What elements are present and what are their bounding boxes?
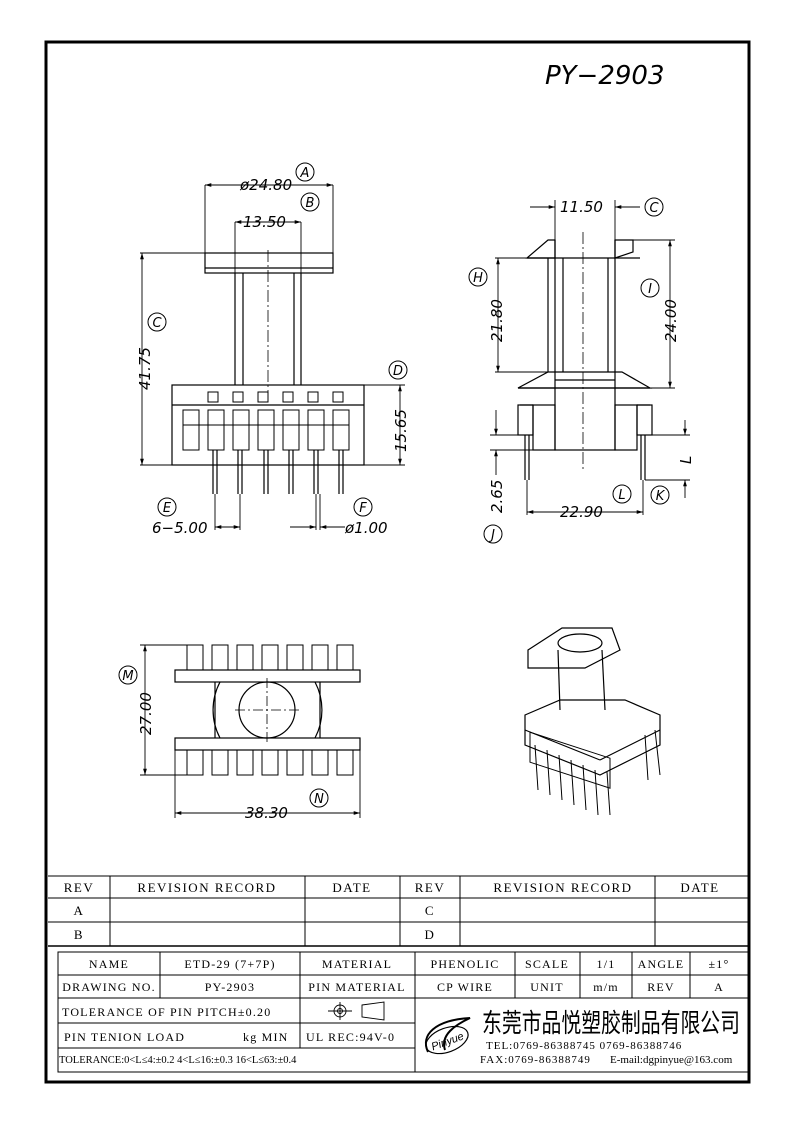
company-tel: TEL:0769-86388745 0769-86388746 — [486, 1040, 682, 1052]
dim-j: 2.65 — [488, 480, 506, 513]
company-fax: FAX:0769-86388749 — [480, 1054, 591, 1066]
ul-rec: UL REC:94V-0 — [306, 1030, 395, 1044]
date-header-1: DATE — [332, 880, 371, 895]
dim-b: 13.50 — [243, 213, 286, 231]
callout-k: K — [656, 489, 666, 504]
dim-h: 21.80 — [488, 299, 506, 342]
bottom-view — [140, 644, 361, 818]
dim-l-letter: L — [677, 456, 695, 464]
company-email: E-mail:dgpinyue@163.com — [610, 1054, 733, 1066]
scale-value: 1/1 — [597, 957, 616, 971]
callouts-front — [147, 162, 408, 517]
callout-h: H — [473, 271, 483, 286]
revision-record-header-2: REVISION RECORD — [493, 880, 632, 895]
callout-d: D — [393, 364, 403, 379]
callouts-bottom — [118, 665, 329, 808]
rev-row-a: A — [74, 903, 85, 918]
pin-tension-label: PIN TENION LOAD — [64, 1030, 185, 1044]
callout-i: I — [648, 282, 652, 297]
callout-l: L — [618, 488, 625, 503]
tolerance-pitch: TOLERANCE OF PIN PITCH±0.20 — [62, 1005, 271, 1019]
dim-e: 6−5.00 — [152, 519, 208, 537]
date-header-2: DATE — [680, 880, 719, 895]
angle-label: ANGLE — [638, 957, 685, 971]
rev-header-1: REV — [64, 880, 95, 895]
callout-b: B — [306, 196, 315, 211]
rev-label: REV — [647, 980, 675, 994]
rev-row-b: B — [74, 927, 84, 942]
dim-d: 15.65 — [392, 409, 410, 452]
callout-n: N — [314, 792, 324, 807]
title-block-lines — [48, 875, 749, 1073]
dim-a: ø24.80 — [239, 176, 292, 194]
scale-label: SCALE — [525, 957, 569, 971]
angle-value: ±1° — [709, 957, 730, 971]
side-view — [490, 200, 690, 515]
rev-value: A — [714, 980, 724, 994]
callout-a: A — [300, 166, 310, 181]
dim-i: 24.00 — [662, 299, 680, 342]
isometric-view — [524, 627, 661, 816]
dim-side-c: 11.50 — [560, 198, 603, 216]
dim-f: ø1.00 — [344, 519, 388, 537]
dim-n: 38.30 — [245, 804, 288, 822]
rev-row-c: C — [425, 903, 435, 918]
rev-row-d: D — [425, 927, 436, 942]
projection-symbol — [328, 1001, 385, 1021]
front-view — [140, 183, 405, 530]
part-number: PY−2903 — [545, 61, 665, 91]
dim-c: 41.75 — [136, 347, 154, 390]
callout-j: J — [488, 528, 495, 543]
material-value: PHENOLIC — [431, 957, 500, 971]
unit-value: m/m — [593, 980, 619, 994]
rev-header-2: REV — [415, 880, 446, 895]
callout-m: M — [122, 669, 133, 684]
callout-f: F — [359, 501, 367, 516]
dim-m: 27.00 — [137, 692, 155, 735]
callout-e: E — [163, 501, 172, 516]
name-value: ETD-29 (7+7P) — [184, 957, 275, 971]
sheet-border — [44, 40, 751, 1084]
material-label: MATERIAL — [322, 957, 392, 971]
dim-l: 22.90 — [560, 503, 603, 521]
drawing-no-label: DRAWING NO. — [62, 980, 156, 994]
name-label: NAME — [89, 957, 129, 971]
tolerance-line: TOLERANCE:0<L≤4:±0.2 4<L≤16:±0.3 16<L≤63… — [59, 1055, 297, 1066]
revision-record-header-1: REVISION RECORD — [137, 880, 276, 895]
company-logo: Pinyue — [425, 1017, 471, 1055]
unit-label: UNIT — [530, 980, 563, 994]
callouts-side — [468, 197, 670, 544]
callout-side-c: C — [649, 201, 659, 216]
company-name: 东莞市品悦塑胶制品有限公司 — [482, 1009, 740, 1039]
pin-tension-unit: kg MIN — [243, 1030, 289, 1044]
pin-material-label: PIN MATERIAL — [308, 980, 405, 994]
callout-c: C — [152, 316, 162, 331]
pin-material-value: CP WIRE — [437, 980, 493, 994]
drawing-no-value: PY-2903 — [205, 980, 255, 994]
